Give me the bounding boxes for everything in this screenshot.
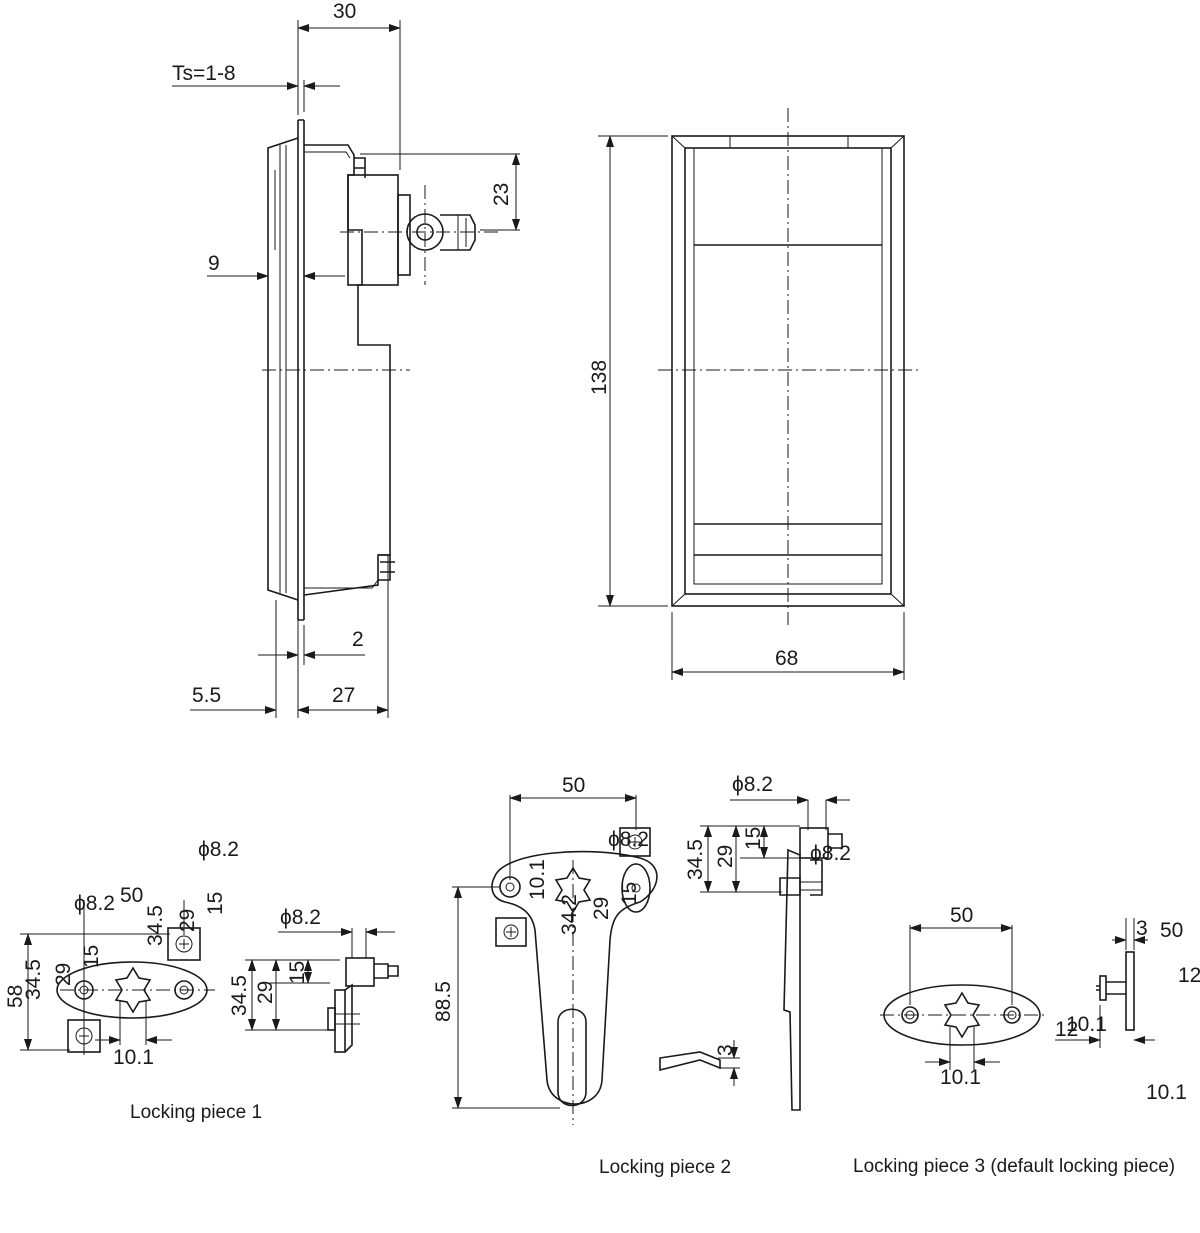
locking-piece-1-side: ϕ8.2 34.5 29 15	[228, 906, 399, 1053]
p2-side-15: 15	[742, 827, 765, 850]
p3-side-12b: 12	[1055, 1018, 1078, 1041]
side-view: 30 Ts=1-8 23 9 2 5.5 27	[172, 0, 520, 718]
p1-phi-a: ϕ8.2	[74, 892, 115, 915]
dim-thickness: Ts=1-8	[172, 62, 236, 85]
p2-d342: 34.2	[558, 894, 581, 935]
p1-d58: 58	[4, 985, 27, 1008]
p1-d29-a: 29	[176, 909, 199, 932]
p3-d101: 10.1	[940, 1066, 981, 1089]
locking-piece-1: ϕ8.2 ϕ8.2 50 15 34.5 29 58 34.5 29 15 10…	[4, 838, 399, 1123]
p2-phi: ϕ8.2	[608, 828, 649, 851]
dim-30: 30	[333, 0, 356, 23]
dim-138: 138	[588, 360, 611, 395]
dim-5-5: 5.5	[192, 684, 221, 707]
p1-d15-a: 15	[204, 892, 227, 915]
p2-d885: 88.5	[432, 981, 455, 1022]
p1-d345-a: 34.5	[144, 905, 167, 946]
p1-d15-b: 15	[80, 945, 103, 968]
p1-d345-b: 34.5	[22, 959, 45, 1000]
p1-side-345: 34.5	[228, 975, 251, 1016]
locking-piece-3: 50 10.1 3 50 12 12 10.1 10.1 Locking pie…	[853, 904, 1200, 1177]
locking-piece-2: 50 ϕ8.2 10.1 34.2 29 15 88.5 3 ϕ8.2	[432, 773, 851, 1178]
p1-d101: 10.1	[113, 1046, 154, 1069]
p1-w50: 50	[120, 884, 143, 907]
p3-side-101a: 10.1	[1066, 1013, 1107, 1036]
p2-side-phi-b: ϕ8.2	[810, 842, 851, 865]
caption-piece-3: Locking piece 3 (default locking piece)	[853, 1156, 1175, 1177]
p3-side-101b: 10.1	[1146, 1081, 1187, 1104]
caption-piece-1: Locking piece 1	[130, 1102, 262, 1123]
p2-side-phi-a: ϕ8.2	[732, 773, 773, 796]
locking-piece-3-side: 3 50 12 12 10.1 10.1	[1055, 917, 1200, 1104]
p1-phi-top: ϕ8.2	[198, 838, 239, 861]
dim-68: 68	[775, 647, 798, 670]
p2-d15: 15	[618, 882, 641, 905]
front-view: 138 68	[588, 108, 918, 680]
p2-side-29: 29	[714, 845, 737, 868]
p2-w50: 50	[562, 774, 585, 797]
p2-d3: 3	[714, 1044, 737, 1056]
p1-d29-b: 29	[52, 963, 75, 986]
caption-piece-2: Locking piece 2	[599, 1157, 731, 1178]
dim-27: 27	[332, 684, 355, 707]
dim-9: 9	[208, 252, 220, 275]
p3-w50: 50	[950, 904, 973, 927]
p2-side-345: 34.5	[684, 839, 707, 880]
p2-d29: 29	[590, 897, 613, 920]
p1-side-phi: ϕ8.2	[280, 906, 321, 929]
locking-piece-2-side: ϕ8.2 ϕ8.2 34.5 29 15	[684, 773, 851, 1111]
p3-side-12a: 12	[1178, 964, 1200, 987]
dim-2: 2	[352, 628, 364, 651]
p3-side-50: 50	[1160, 919, 1183, 942]
p1-side-29: 29	[254, 981, 277, 1004]
p1-side-15: 15	[286, 961, 309, 984]
p2-d101: 10.1	[526, 859, 549, 900]
p3-side-3: 3	[1136, 917, 1148, 940]
dim-23: 23	[490, 183, 513, 206]
